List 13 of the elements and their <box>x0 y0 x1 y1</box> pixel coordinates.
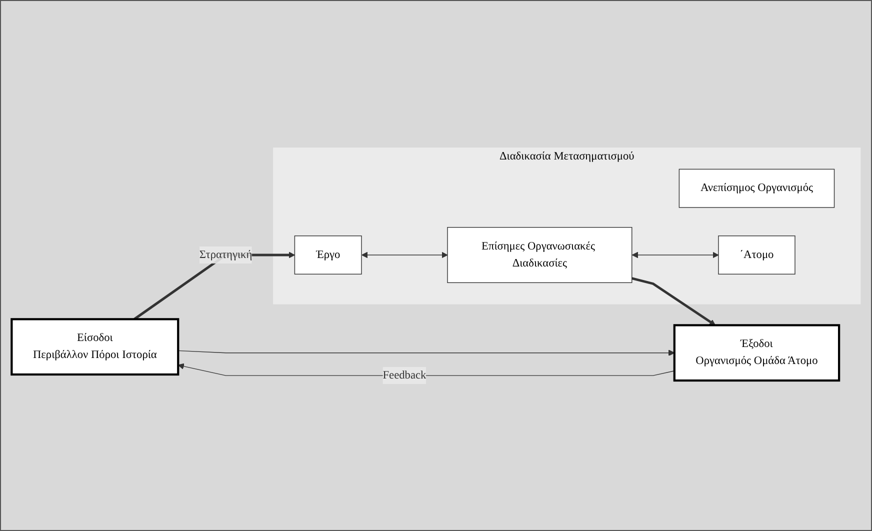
node-box: Ανεπίσημος Οργανισμός <box>678 168 835 208</box>
node-box: Επίσημες Οργανωσιακές Διαδικασίες <box>447 226 632 283</box>
arrow <box>361 251 448 258</box>
arrow <box>178 362 675 376</box>
node-box: Έργο <box>294 235 362 274</box>
node-box: Είσοδοι Περιβάλλον Πόροι Ιστορία <box>10 318 180 376</box>
node-box: ΄Ατομο <box>718 235 796 274</box>
arrow <box>178 349 675 356</box>
edge-label: Στρατηγική <box>199 248 252 260</box>
arrow <box>632 251 719 258</box>
node-box: Έξοδοι Οργανισμός Ομάδα Άτομο <box>673 324 840 382</box>
edge-label: Feedback <box>382 368 426 381</box>
arrow <box>632 276 716 325</box>
